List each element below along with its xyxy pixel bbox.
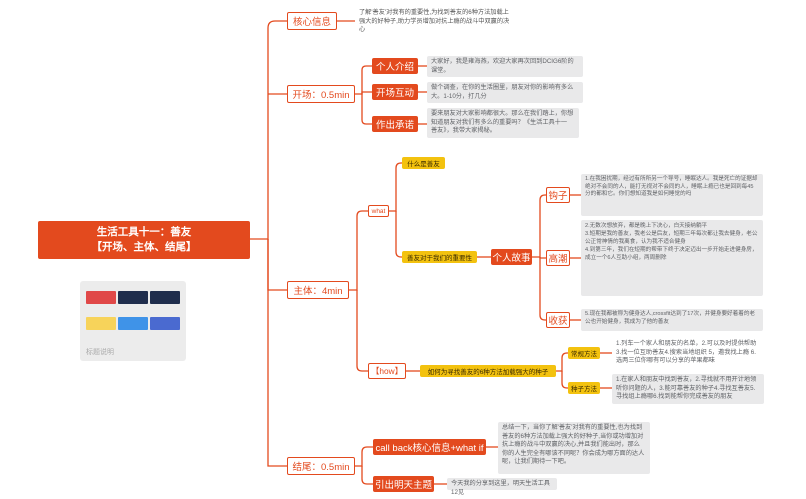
branch-core-message[interactable]: 核心信息: [287, 12, 337, 30]
image-thumbnail: [118, 317, 148, 330]
method-regular-note: 1.列车一个家人和朋友的名单，2.可以及时提供帮助 3.找一位互助善友4.搜索当…: [612, 338, 764, 370]
callback-note: 总结一下，当你了解'善友'对我有的重要性,也为找到善友的6种方法加载上强大的好种…: [498, 422, 650, 474]
story-climax-note: 2.无数次想放弃，都是晚上下决心，白天接纳躺平 3.短期是我的善友，我老公是后友…: [581, 220, 763, 296]
method-seed-note: 1.在家人和朋友中找到善友，2.寻找就不用开计地领听你问题的人，3.能可靠善友的…: [612, 374, 764, 404]
embedded-image[interactable]: [80, 281, 186, 361]
branch-ending[interactable]: 结尾：0.5min: [287, 457, 355, 475]
opening-commitment[interactable]: 作出承诺: [372, 116, 418, 132]
story-gain-note: 5.现在我都被称为健身达人,crossfit达到了17次，并健身要好着着的老公也…: [581, 309, 763, 331]
seed-method-node[interactable]: 如何为寻找善友的6种方法加载强大的种子: [420, 365, 556, 377]
what-is-good-friend[interactable]: 什么是善友: [402, 157, 445, 169]
story-gain[interactable]: 收获: [546, 312, 570, 328]
method-regular[interactable]: 常规方法: [568, 347, 600, 359]
story-hook-note: 1.在我困扰期，经过有所所另一个导号，睡眠达人。我是死亡的证据却绝对不会同的人，…: [581, 174, 763, 216]
core-message-note: 了解'善友'对我有的重要性,为找到善友的6种方法加载上强大的好种子,助力学员增加…: [355, 7, 515, 36]
commitment-note: 要来朋友对大家影响都很大。那么在我们踏上，你想知道朋友对我们有多么的重要吗？《生…: [427, 108, 579, 138]
root-topic[interactable]: 生活工具十一：善友 【开场、主体、结尾】: [38, 221, 250, 259]
next-day-note: 今天我的分享到这里，明天生活工具12见: [447, 478, 557, 496]
how-node[interactable]: 【how】: [368, 363, 406, 379]
image-thumbnail: [150, 291, 180, 304]
callback-core-message[interactable]: call back核心信息+what if: [373, 439, 486, 455]
interaction-note: 做个调查，在你的生活圈里，朋友对你的影响有多么大。1-10分，打几分: [427, 82, 583, 103]
importance-of-good-friend[interactable]: 善友对于我们的重要性: [402, 251, 477, 263]
story-hook[interactable]: 钩子: [546, 187, 570, 203]
branch-main-body[interactable]: 主体：4min: [287, 281, 349, 299]
image-thumbnail: [86, 291, 116, 304]
image-thumbnail: [118, 291, 148, 304]
method-seed[interactable]: 种子方法: [568, 382, 600, 394]
branch-opening[interactable]: 开场：0.5min: [287, 85, 355, 103]
root-title-line2: 【开场、主体、结尾】: [91, 241, 197, 253]
image-thumbnail: [150, 317, 180, 330]
story-climax[interactable]: 高潮: [546, 250, 570, 266]
root-title-line1: 生活工具十一：善友: [96, 226, 192, 238]
what-node[interactable]: what: [368, 205, 389, 217]
opening-interaction[interactable]: 开场互动: [372, 84, 418, 100]
self-intro-note: 大家好，我是雍海燕，欢迎大家再次回到DCIG6阶的课堂。: [427, 56, 583, 77]
next-day-topic[interactable]: 引出明天主题: [373, 476, 434, 492]
image-caption: 标题说明: [86, 349, 114, 356]
personal-story[interactable]: 个人故事: [491, 249, 532, 265]
image-thumbnail: [86, 317, 116, 330]
opening-self-intro[interactable]: 个人介绍: [372, 58, 418, 74]
